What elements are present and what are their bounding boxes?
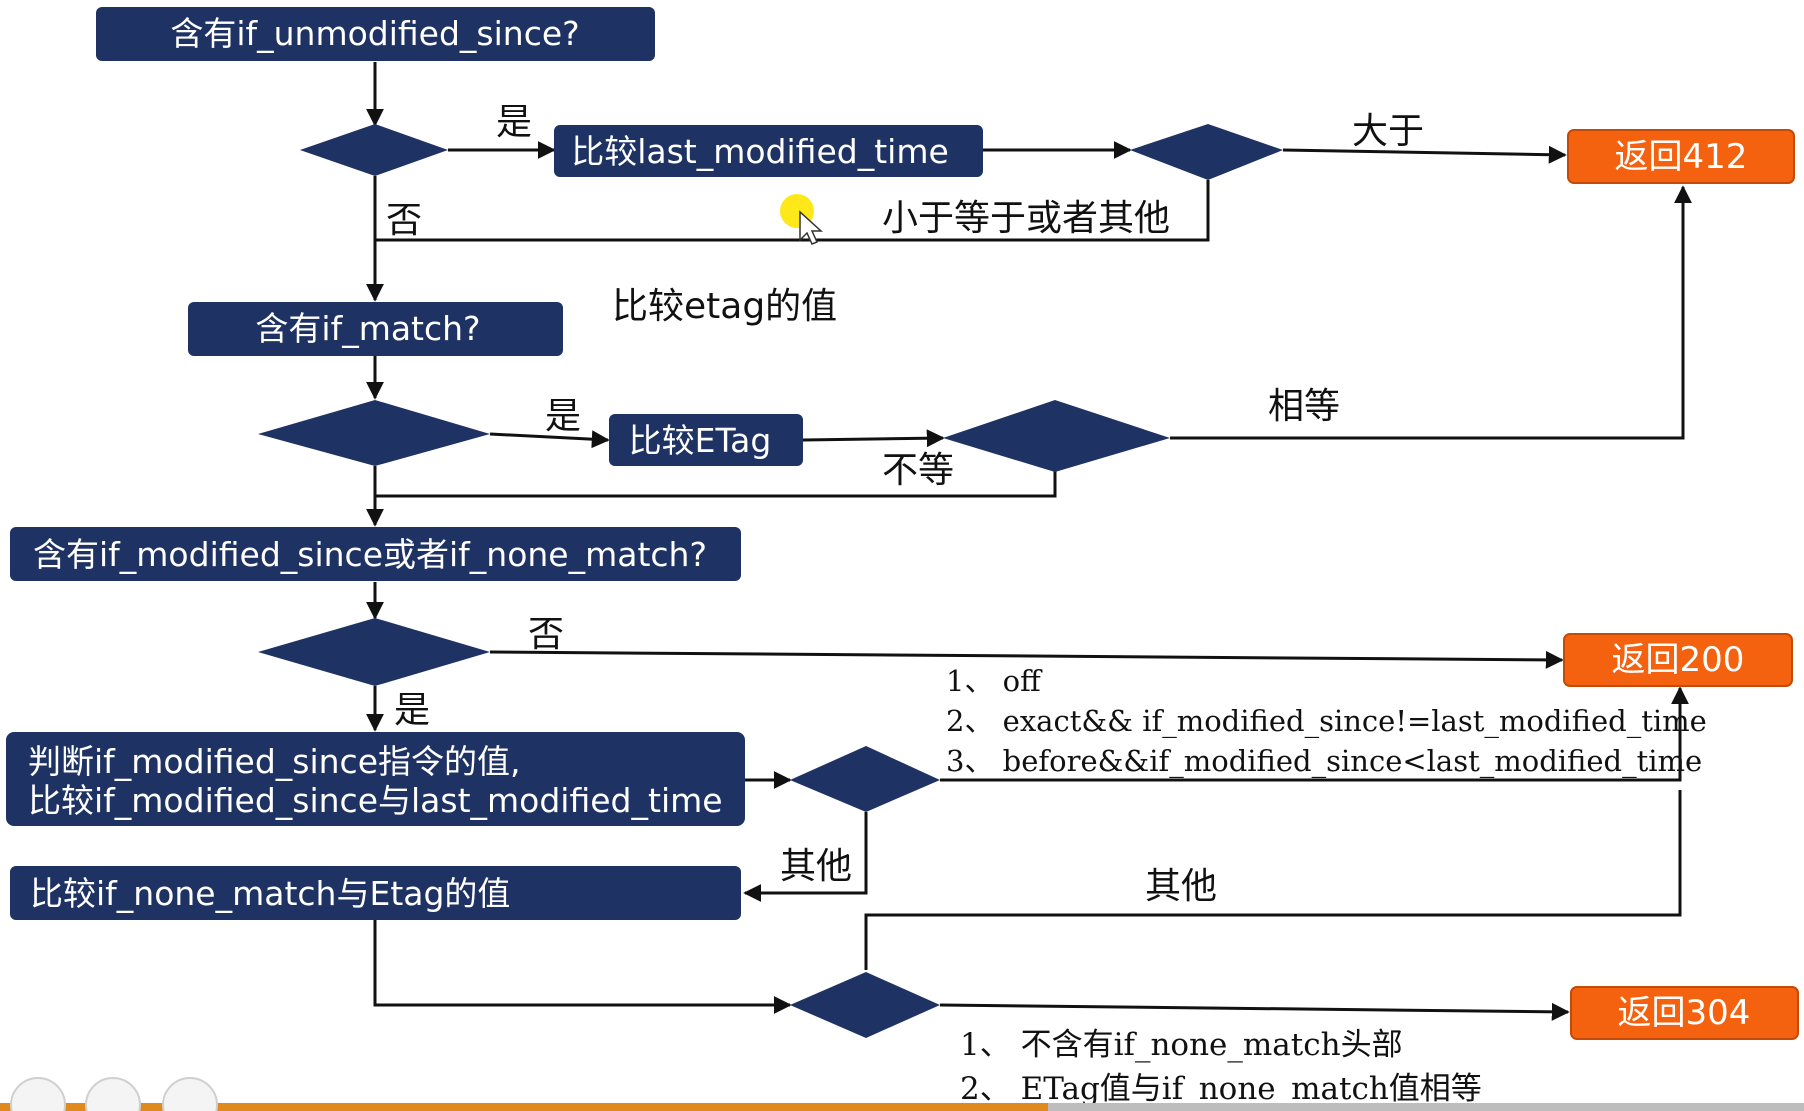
mouse-cursor: [780, 194, 823, 245]
condition-304-2: 2、 ETag值与if_none_match值相等: [960, 1071, 1482, 1107]
label-other-1: 其他: [780, 846, 852, 887]
edge-etag-to-d4: [802, 429, 945, 448]
node-judge-line2: 比较if_modified_since与last_modified_time: [28, 781, 723, 820]
decision-diamond-2: [1130, 124, 1283, 180]
node-modified-or-none-match-label: 含有if_modified_since或者if_none_match?: [33, 535, 707, 574]
connectors: [366, 62, 1692, 1021]
edge-d3-yes: [489, 430, 610, 449]
label-yes-1: 是: [496, 102, 532, 143]
decision-diamond-6: [790, 746, 940, 812]
condition-200-1: 1、 off: [946, 664, 1043, 698]
decision-diamond-5: [258, 618, 490, 686]
node-if-match-label: 含有if_match?: [255, 309, 480, 348]
node-modified-or-none-match: 含有if_modified_since或者if_none_match?: [10, 527, 741, 581]
node-judge-line1: 判断if_modified_since指令的值,: [28, 742, 521, 781]
condition-304-1: 1、 不含有if_none_match头部: [960, 1027, 1403, 1063]
node-if-unmodified-since-label: 含有if_unmodified_since?: [170, 14, 579, 53]
edge-d7-other-to-200: [864, 790, 1682, 970]
return-304: 返回304: [1570, 986, 1799, 1040]
return-412-label: 返回412: [1615, 137, 1748, 177]
return-304-label: 返回304: [1618, 993, 1751, 1033]
node-compare-last-modified: 比较last_modified_time: [554, 125, 983, 177]
node-compare-etag: 比较ETag: [609, 414, 803, 466]
node-compare-last-modified-label: 比较last_modified_time: [571, 132, 949, 171]
condition-200-3: 3、 before&&if_modified_since<last_modifi…: [946, 744, 1702, 779]
decision-diamond-1: [300, 124, 448, 176]
node-judge-modified-since: 判断if_modified_since指令的值, 比较if_modified_s…: [6, 732, 745, 826]
label-greater: 大于: [1352, 111, 1424, 152]
return-200-label: 返回200: [1612, 640, 1745, 680]
node-if-match: 含有if_match?: [188, 302, 563, 356]
label-no-2: 否: [528, 614, 564, 655]
node-compare-none-match: 比较if_none_match与Etag的值: [10, 866, 741, 920]
return-200: 返回200: [1563, 633, 1793, 687]
node-if-unmodified-since: 含有if_unmodified_since?: [96, 7, 655, 61]
decision-diamond-7: [790, 972, 940, 1038]
edge-d7-to-304: [939, 1002, 1570, 1021]
label-no-1: 否: [386, 200, 422, 241]
label-less-equal-other: 小于等于或者其他: [882, 198, 1170, 239]
label-yes-2: 是: [545, 396, 581, 437]
edge-d6-to-200: [940, 686, 1689, 782]
edge-greater-to-412: [1282, 145, 1567, 164]
bottom-control-strip: [0, 1077, 1804, 1111]
edge-d6-other: [743, 812, 868, 902]
progress-fill: [0, 1103, 1048, 1111]
label-not-equal: 不等: [882, 450, 954, 491]
cursor-arrow-icon: [799, 210, 823, 245]
condition-200-2: 2、 exact&& if_modified_since!=last_modif…: [946, 704, 1707, 739]
edge-less-equal-back: [375, 180, 1210, 242]
control-circle-icon-2[interactable]: [85, 1077, 141, 1111]
label-equal: 相等: [1268, 386, 1340, 427]
edge-not-equal-back: [375, 470, 1057, 498]
edge-equal-to-412: [1170, 185, 1692, 440]
label-compare-etag-value: 比较etag的值: [612, 286, 837, 327]
decision-diamond-4: [943, 400, 1170, 472]
node-compare-none-match-label: 比较if_none_match与Etag的值: [30, 874, 510, 913]
decision-diamond-3: [258, 400, 490, 466]
edge-nonematch-to-d7: [373, 920, 792, 1014]
control-circle-icon-1[interactable]: [10, 1077, 66, 1111]
conditions-200: 1、 off 2、 exact&& if_modified_since!=las…: [946, 664, 1707, 779]
node-compare-etag-label: 比较ETag: [629, 421, 772, 460]
return-412: 返回412: [1567, 129, 1795, 184]
label-yes-3: 是: [394, 690, 430, 731]
edge-d5-no-to-200: [489, 650, 1564, 669]
control-circle-icon-3[interactable]: [162, 1077, 218, 1111]
label-other-2: 其他: [1145, 866, 1217, 907]
conditions-304: 1、 不含有if_none_match头部 2、 ETag值与if_none_m…: [960, 1027, 1482, 1107]
